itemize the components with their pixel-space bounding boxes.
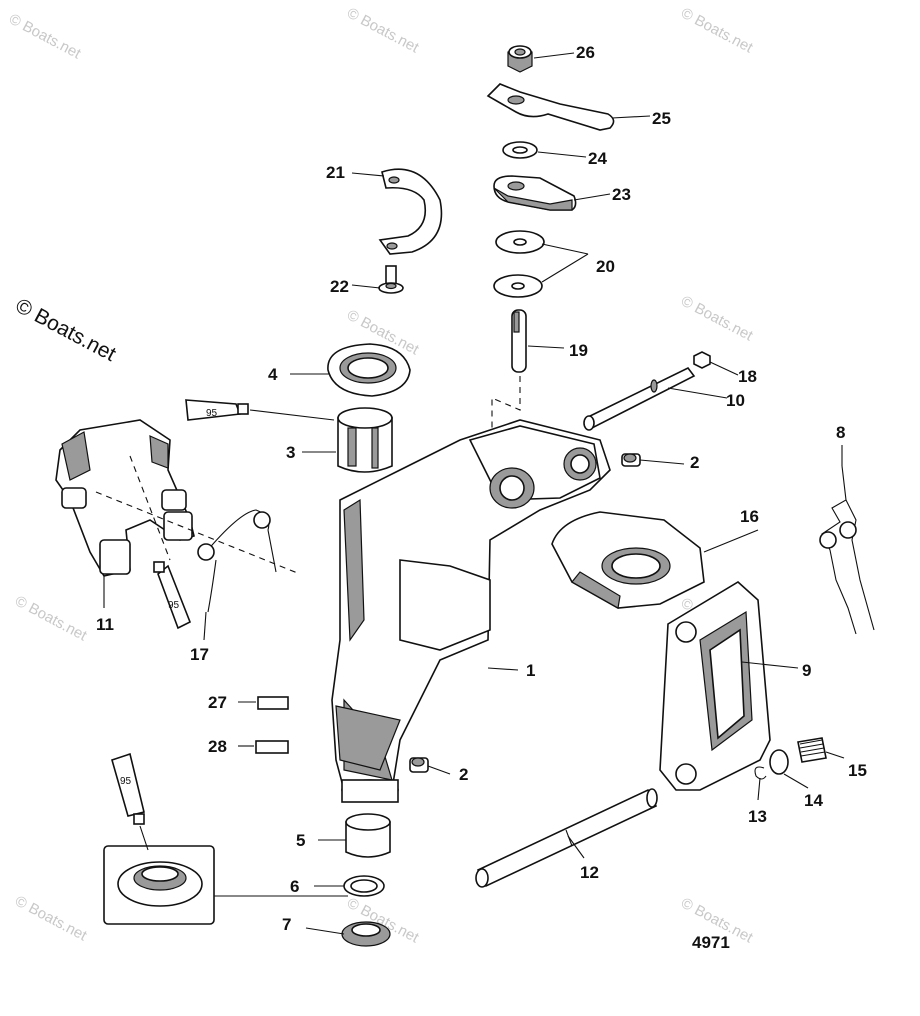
part-9-clamp-bracket (659, 581, 771, 791)
part-1-swivel-bracket (331, 419, 611, 803)
part-24-washer (502, 141, 538, 159)
callout-22: 22 (330, 277, 349, 296)
callout-3: 3 (286, 443, 295, 462)
lubricant-tube-left: 95 (153, 561, 192, 630)
tube-label: 95 (206, 408, 218, 419)
part-2-fitting-upper (621, 453, 641, 467)
part-15-spring (797, 737, 827, 763)
lubricant-tube-upper: 95 (185, 399, 249, 421)
watermark: © Boats.net (12, 893, 90, 945)
callout-9: 9 (802, 661, 811, 680)
seal-detail-inset (103, 845, 348, 925)
callouts: 1 2 2 3 4 5 6 7 8 9 10 11 12 13 14 15 16… (96, 43, 867, 952)
leader-line (249, 409, 335, 421)
callout-8: 8 (836, 423, 845, 442)
part-5-bushing (345, 813, 391, 858)
part-28 (255, 740, 289, 754)
part-17-spring (197, 509, 277, 613)
part-16-tilt-lock (551, 511, 705, 609)
callout-4: 4 (268, 365, 278, 384)
part-25-lever (486, 83, 615, 131)
callout-14: 14 (804, 791, 823, 810)
leader-line (139, 825, 149, 851)
callout-18: 18 (738, 367, 757, 386)
assembly-line (95, 491, 301, 575)
part-6-washer (343, 875, 385, 897)
callout-11: 11 (96, 615, 114, 634)
callout-20: 20 (596, 257, 615, 276)
part-11-clamp-bracket (55, 419, 195, 577)
callout-23: 23 (612, 185, 631, 204)
part-21-clamp (378, 168, 443, 255)
callout-24: 24 (588, 149, 607, 168)
leader-lines (103, 52, 845, 935)
assembly-line (491, 376, 521, 440)
part-19-pin (511, 309, 527, 373)
part-8-spring (819, 465, 875, 635)
callout-19: 19 (569, 341, 588, 360)
part-12-tube (475, 788, 658, 888)
callout-7: 7 (282, 915, 291, 934)
callout-25: 25 (652, 109, 671, 128)
callout-26: 26 (576, 43, 595, 62)
callout-28: 28 (208, 737, 227, 756)
callout-13: 13 (748, 807, 767, 826)
part-10-pivot-pin (583, 366, 696, 431)
part-18-nut (693, 351, 711, 369)
callout-17: 17 (190, 645, 209, 664)
part-27 (257, 696, 289, 710)
callout-2: 2 (690, 453, 699, 472)
part-20-washers (493, 230, 545, 298)
callout-15: 15 (848, 761, 867, 780)
callout-2: 2 (459, 765, 468, 784)
watermark: © Boats.net (6, 11, 84, 63)
part-7-seal (341, 921, 391, 947)
callout-1: 1 (526, 661, 535, 680)
watermark: © Boats.net (12, 593, 90, 645)
drawing-number: 4971 (692, 933, 730, 952)
callout-16: 16 (740, 507, 759, 526)
tube-label: 95 (120, 776, 132, 787)
side-watermark: © Boats.net (12, 294, 120, 366)
part-23-plate (493, 175, 577, 211)
part-4-seal (327, 343, 411, 397)
callout-21: 21 (326, 163, 345, 182)
callout-12: 12 (580, 863, 599, 882)
part-26-nut (507, 45, 533, 73)
callout-5: 5 (296, 831, 305, 850)
assembly-line (129, 455, 171, 561)
lubricant-tube-lower: 95 (111, 752, 145, 825)
watermark: © Boats.net (678, 5, 756, 57)
part-13-clip (754, 766, 767, 780)
watermark: © Boats.net (344, 5, 422, 57)
callout-10: 10 (726, 391, 745, 410)
tube-label: 95 (168, 600, 180, 611)
part-14-washer (769, 749, 789, 775)
part-2-fitting-lower (409, 757, 429, 773)
callout-27: 27 (208, 693, 227, 712)
part-3-bushing (337, 407, 393, 473)
watermark: © Boats.net (678, 293, 756, 345)
callout-6: 6 (290, 877, 299, 896)
part-22-bolt (378, 265, 404, 294)
